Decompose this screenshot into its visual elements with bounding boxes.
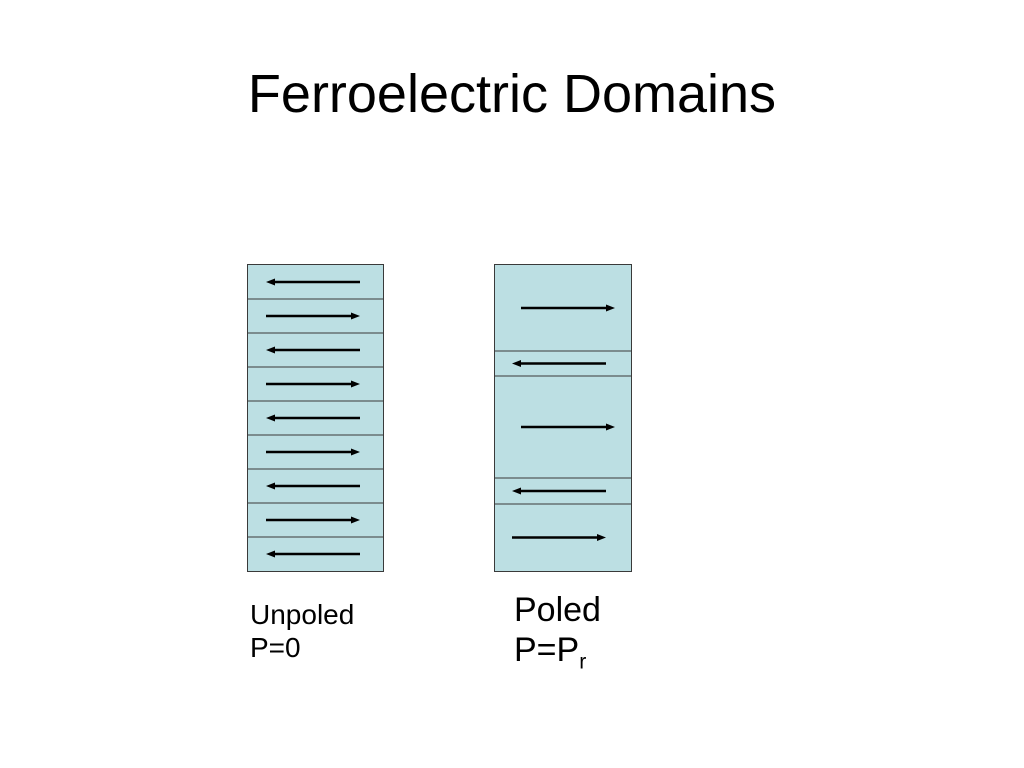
unpoled-domain-arrow-head [351, 312, 360, 320]
unpoled-domain-arrow [266, 380, 360, 388]
unpoled-caption: Unpoled P=0 [250, 598, 354, 664]
unpoled-domain-arrow-head [266, 278, 275, 286]
unpoled-domain-arrow-head [266, 414, 275, 422]
poled-polarization-subscript: r [579, 650, 587, 674]
unpoled-domain-stack [247, 264, 384, 572]
unpoled-domain-arrow [266, 448, 360, 456]
poled-domain-arrow [521, 423, 615, 431]
unpoled-domain-arrow [266, 346, 360, 354]
unpoled-domain-arrow [266, 482, 360, 490]
poled-polarization-prefix: P=P [514, 631, 580, 670]
unpoled-domain-arrow-head [351, 516, 360, 524]
unpoled-domain-arrow [266, 516, 360, 524]
unpoled-domain-arrow [266, 550, 360, 558]
unpoled-domains-diagram [248, 278, 383, 558]
poled-domain-arrow [521, 304, 615, 312]
poled-polarization: P=Pr [514, 630, 601, 674]
unpoled-domain-arrow-head [351, 380, 360, 388]
unpoled-label: Unpoled [250, 599, 355, 630]
poled-domain-stack [494, 264, 632, 572]
unpoled-polarization: P=0 [250, 632, 301, 664]
poled-domain-arrow-head [606, 304, 615, 312]
unpoled-domain-arrow-head [266, 346, 275, 354]
poled-domain-arrow-head [606, 423, 615, 431]
unpoled-domain-arrow-head [266, 550, 275, 558]
unpoled-domain-arrow-head [266, 482, 275, 490]
unpoled-domain-arrow [266, 278, 360, 286]
poled-domain-arrow [512, 487, 606, 495]
unpoled-domain-arrow [266, 414, 360, 422]
poled-domain-arrow-head [512, 487, 521, 495]
unpoled-domain-arrow-head [351, 448, 360, 456]
poled-label: Poled [514, 591, 601, 629]
poled-caption: Poled P=Pr [514, 590, 601, 674]
poled-domain-arrow-head [597, 534, 606, 541]
poled-domain-arrow [512, 534, 606, 541]
poled-domains-diagram [495, 304, 631, 541]
unpoled-domain-arrow [266, 312, 360, 320]
poled-domain-arrow [512, 360, 606, 367]
poled-domain-arrow-head [512, 360, 521, 367]
slide-title: Ferroelectric Domains [247, 64, 777, 124]
